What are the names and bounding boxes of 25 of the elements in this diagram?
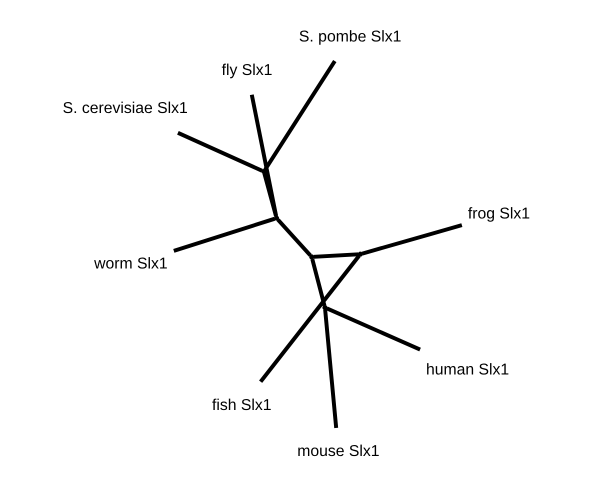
connector	[173, 216, 276, 253]
connector	[326, 306, 421, 352]
node-point	[261, 169, 266, 174]
connector	[262, 172, 278, 217]
node-text: human Slx1	[426, 362, 510, 379]
connector	[314, 252, 358, 259]
connector	[362, 223, 462, 256]
node-text: fish Slx1	[212, 396, 272, 414]
node-text: worm Slx1	[94, 256, 168, 273]
node-point	[274, 216, 280, 221]
connector	[263, 60, 336, 171]
node-text: S. pombe Slx1	[298, 28, 402, 46]
node-point	[322, 305, 328, 310]
node-text: mouse Slx1	[297, 442, 380, 460]
connector	[323, 309, 338, 428]
connector	[177, 131, 263, 172]
connector	[276, 218, 312, 257]
node-text: S. cerevisiae Slx1	[62, 100, 188, 118]
node-text: frog Slx1	[468, 206, 530, 223]
connector	[310, 258, 326, 306]
connector	[259, 254, 361, 383]
node-text: fly Slx1	[222, 62, 272, 80]
node-point	[309, 254, 314, 260]
node-point	[358, 252, 363, 257]
connector	[250, 94, 278, 216]
